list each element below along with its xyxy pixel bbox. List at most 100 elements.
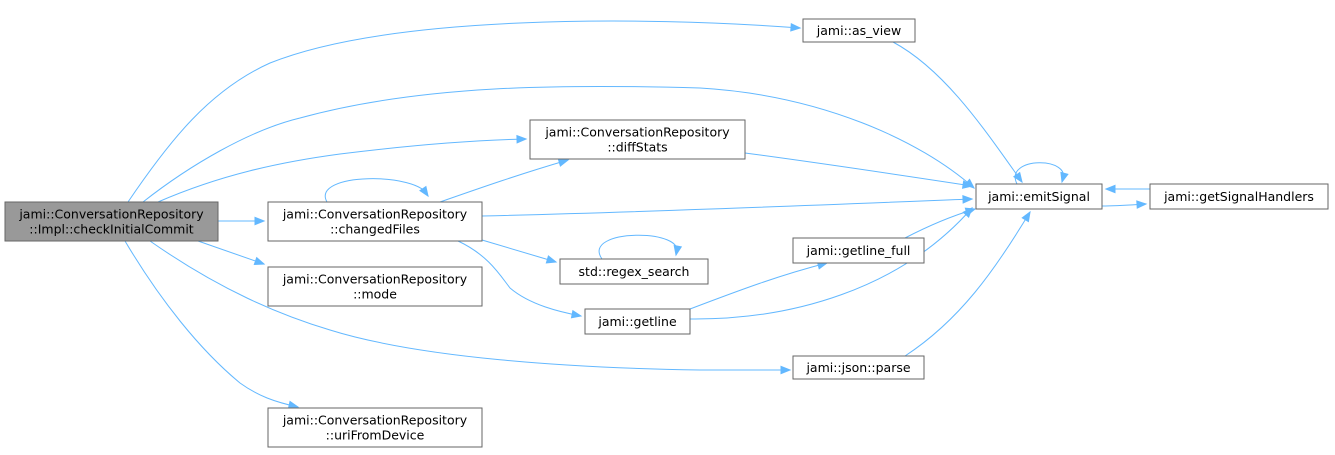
- edge-getline-to-emitSignal: [689, 206, 973, 320]
- node-box[interactable]: [267, 201, 483, 242]
- edge-regex_search-to-regex_search: [598, 234, 683, 260]
- arrowhead: [287, 400, 300, 410]
- arrowhead: [1012, 171, 1023, 184]
- node-getline[interactable]: jami::getline: [584, 308, 691, 335]
- node-uriFromDevice[interactable]: jami::ConversationRepository::uriFromDev…: [267, 407, 483, 448]
- edge-changedFiles-to-regex_search: [481, 239, 558, 264]
- edge-line: [904, 211, 1031, 357]
- arrowhead: [545, 255, 558, 264]
- node-box[interactable]: [267, 407, 483, 448]
- node-label: std::regex_search: [579, 264, 690, 279]
- edge-emitSignal-to-emitSignal: [1014, 162, 1069, 185]
- edge-getline_full-to-emitSignal: [904, 207, 977, 239]
- edge-line: [689, 207, 973, 320]
- node-label: ::diffStats: [607, 140, 667, 155]
- node-mode[interactable]: jami::ConversationRepository::mode: [267, 266, 483, 307]
- edge-line: [142, 85, 975, 203]
- node-box[interactable]: [584, 308, 691, 335]
- node-label: ::Impl::checkInitialCommit: [29, 222, 194, 237]
- arrowhead: [780, 365, 792, 375]
- arrowhead: [790, 22, 802, 32]
- edge-changedFiles-to-emitSignal: [481, 195, 974, 217]
- edge-getline-to-getline_full: [689, 261, 829, 310]
- node-box[interactable]: [529, 119, 746, 160]
- node-box[interactable]: [975, 183, 1103, 210]
- node-label: jami::getSignalHandlers: [1163, 189, 1314, 204]
- node-label: jami::getline_full: [806, 243, 911, 258]
- nodes-layer: jami::ConversationRepository::Impl::chec…: [4, 18, 1329, 448]
- node-label: jami::getline: [597, 314, 677, 329]
- node-emitSignal[interactable]: jami::emitSignal: [975, 183, 1103, 210]
- node-box[interactable]: [559, 258, 709, 285]
- edge-getSignalHandlers-to-emitSignal: [1104, 184, 1151, 194]
- edge-as_view-to-emitSignal: [892, 41, 1023, 184]
- arrowhead: [253, 256, 266, 265]
- arrowhead: [673, 244, 683, 257]
- node-box[interactable]: [792, 355, 925, 380]
- edge-line: [744, 152, 973, 187]
- arrowhead: [254, 216, 266, 226]
- node-box[interactable]: [802, 18, 916, 43]
- edge-line: [689, 262, 828, 310]
- node-getSignalHandlers[interactable]: jami::getSignalHandlers: [1149, 183, 1329, 210]
- edge-line: [892, 41, 1023, 183]
- edge-line: [439, 159, 569, 203]
- node-box[interactable]: [4, 201, 219, 242]
- node-box[interactable]: [1149, 183, 1329, 210]
- arrowhead: [419, 185, 429, 198]
- edge-line: [124, 240, 299, 408]
- arrowhead: [557, 158, 570, 167]
- node-label: jami::emitSignal: [987, 189, 1090, 204]
- edges-layer: [124, 20, 1151, 410]
- edge-line: [1014, 162, 1065, 185]
- node-box[interactable]: [792, 237, 925, 264]
- edge-parse-to-emitSignal: [904, 210, 1031, 357]
- arrowhead: [1060, 171, 1069, 184]
- edge-root-to-diffStats: [157, 134, 528, 203]
- edge-changedFiles-to-getline: [457, 240, 583, 319]
- node-label: jami::ConversationRepository: [544, 125, 730, 140]
- edge-changedFiles-to-changedFiles: [324, 178, 429, 203]
- node-label: ::changedFiles: [330, 222, 420, 237]
- node-label: jami::ConversationRepository: [282, 207, 468, 222]
- arrowhead: [1104, 184, 1116, 194]
- node-getline_full[interactable]: jami::getline_full: [792, 237, 925, 264]
- edge-root-to-changedFiles: [218, 216, 266, 226]
- arrowhead: [1021, 210, 1031, 223]
- node-label: jami::ConversationRepository: [282, 413, 468, 428]
- edge-root-to-parse: [149, 240, 792, 375]
- node-root[interactable]: jami::ConversationRepository::Impl::chec…: [4, 201, 219, 242]
- edge-root-to-mode: [197, 240, 266, 265]
- node-diffStats[interactable]: jami::ConversationRepository::diffStats: [529, 119, 746, 160]
- edge-root-to-as_view: [127, 20, 802, 203]
- node-label: jami::as_view: [816, 23, 901, 38]
- node-as_view[interactable]: jami::as_view: [802, 18, 916, 43]
- edge-changedFiles-to-diffStats: [439, 158, 570, 203]
- arrowhead: [964, 207, 977, 216]
- edge-line: [149, 240, 790, 371]
- edge-line: [598, 234, 678, 260]
- node-label: jami::ConversationRepository: [282, 272, 468, 287]
- edge-line: [481, 198, 973, 217]
- edge-line: [457, 240, 582, 317]
- edge-line: [127, 20, 801, 203]
- node-label: jami::ConversationRepository: [18, 207, 204, 222]
- arrowhead: [961, 180, 974, 189]
- arrowhead: [516, 134, 528, 144]
- edge-root-to-uriFromDevice: [124, 240, 300, 410]
- node-regex_search[interactable]: std::regex_search: [559, 258, 709, 285]
- arrowhead: [1136, 200, 1148, 209]
- node-label: ::mode: [353, 287, 397, 302]
- edge-line: [157, 138, 527, 203]
- edge-line: [481, 239, 557, 263]
- node-label: ::uriFromDevice: [326, 428, 425, 443]
- node-parse[interactable]: jami::json::parse: [792, 355, 925, 380]
- edge-emitSignal-to-getSignalHandlers: [1101, 200, 1148, 209]
- node-changedFiles[interactable]: jami::ConversationRepository::changedFil…: [267, 201, 483, 242]
- edge-line: [324, 178, 429, 203]
- edge-line: [197, 240, 265, 265]
- node-box[interactable]: [267, 266, 483, 307]
- node-label: jami::json::parse: [805, 360, 910, 375]
- arrowhead: [570, 309, 583, 319]
